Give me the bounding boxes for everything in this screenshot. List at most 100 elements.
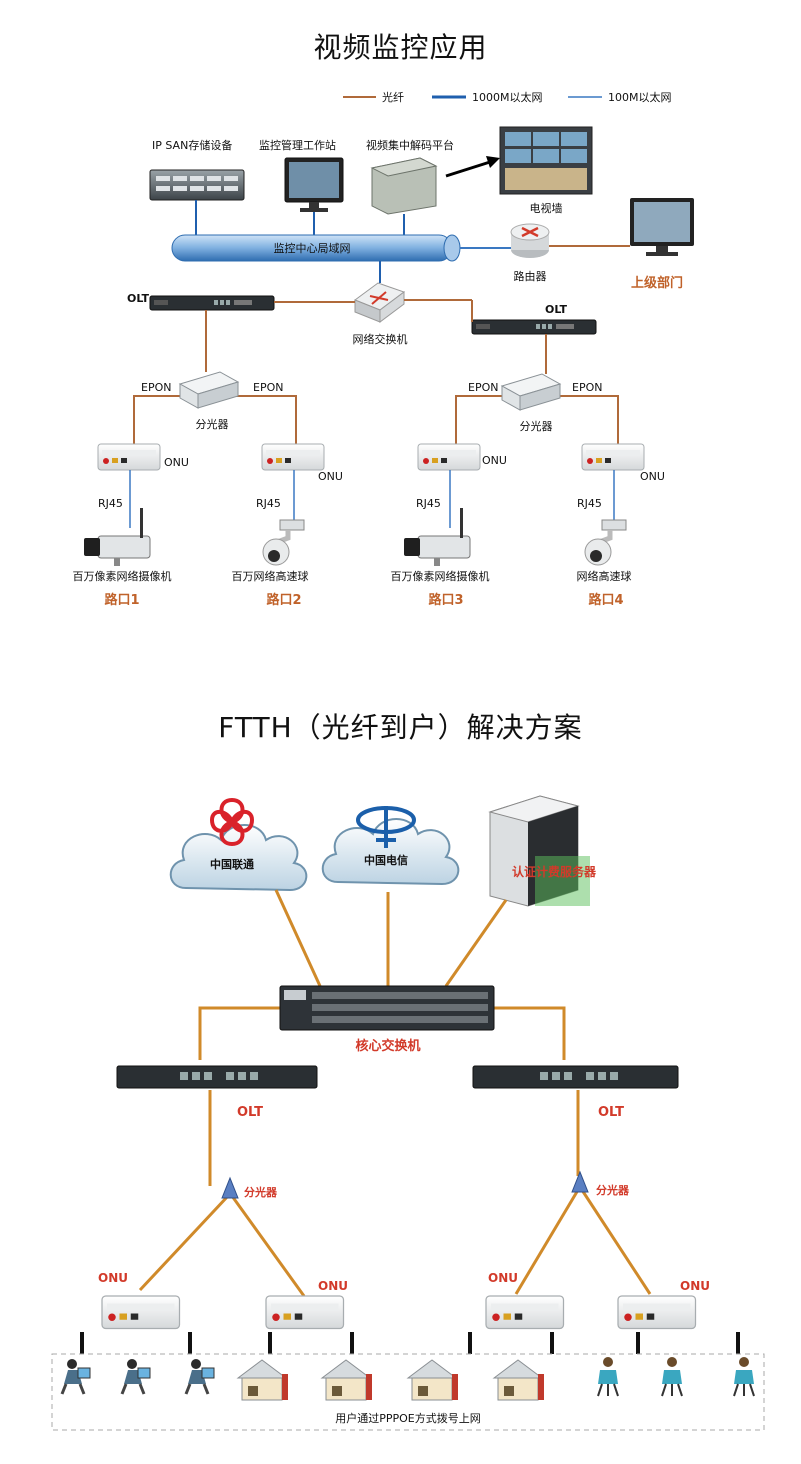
house-4-icon [493,1359,545,1401]
olt2-left-label: OLT [237,1105,263,1120]
core-switch-icon [279,985,495,1031]
onu-label-2: ONU [318,470,343,483]
olt2-right-icon [472,1065,679,1089]
box-camera-1-icon [83,507,151,567]
dome-camera-2-icon [263,520,304,565]
road-label-4: 路口4 [588,592,623,608]
auth-server-icon [488,795,590,907]
upper-dept-monitor-icon [630,198,694,256]
rj45-label-3: RJ45 [416,497,441,510]
unicom-label: 中国联通 [210,857,254,871]
onu2-1-icon [101,1295,181,1330]
olt-right-icon [471,319,597,335]
splitter2-left-label: 分光器 [244,1185,278,1199]
box-camera-3-icon [403,507,471,567]
onu-3-icon [417,443,481,471]
camera-label-3: 百万像素网络摄像机 [391,569,490,583]
olt-left-label: OLT [127,292,150,305]
telecom-logo-icon [356,806,416,848]
onu-2-icon [261,443,325,471]
epon-label-2: EPON [253,381,283,394]
house-2-icon [321,1359,373,1401]
onu2-label-2: ONU [318,1279,348,1293]
onu2-label-4: ONU [680,1279,710,1293]
lan-pipe [171,234,461,262]
onu2-4-icon [617,1295,697,1330]
camera-label-2: 百万网络高速球 [232,569,309,583]
legend-fiber-label: 光纤 [382,90,404,104]
user-drop-cables [80,1332,740,1354]
onu2-2-icon [265,1295,345,1330]
lan-drops [195,200,405,235]
user-seat-2-icon [661,1356,683,1397]
telecom-cloud-icon [321,818,460,885]
section2-title: FTTH（光纤到户）解决方案 [218,711,583,744]
user-pc-3-icon [184,1357,216,1396]
splitter-right-icon [501,373,561,411]
splitter-left-icon [179,371,239,409]
workstation-label: 监控管理工作站 [259,138,336,152]
telecom-label: 中国电信 [364,853,408,867]
san-label: IP SAN存储设备 [152,138,232,152]
users-caption: 用户通过PPPOE方式拨号上网 [335,1411,481,1425]
splitter-right-label: 分光器 [520,419,553,433]
camera-label-4: 网络高速球 [577,569,632,583]
splitter2-right-label: 分光器 [596,1183,630,1197]
road-label-2: 路口2 [266,592,301,608]
house-3-icon [407,1359,459,1401]
road-label-1: 路口1 [104,592,139,608]
legend-1000m-label: 1000M以太网 [472,91,543,104]
section2-fiber-lines [138,889,652,1297]
decoder-label: 视频集中解码平台 [366,138,454,152]
onu-label-4: ONU [640,470,665,483]
section1-fiber-lines [133,299,619,444]
onu2-label-1: ONU [98,1271,128,1285]
onu2-3-icon [485,1295,565,1330]
onu-4-icon [581,443,645,471]
user-pc-2-icon [120,1357,152,1396]
rj45-label-2: RJ45 [256,497,281,510]
legend: 光纤 1000M以太网 100M以太网 [343,90,672,104]
switch-label: 网络交换机 [353,332,408,346]
network-switch-icon [353,282,406,323]
rj45-label-4: RJ45 [577,497,602,510]
core-switch-label: 核心交换机 [355,1038,420,1054]
olt2-right-label: OLT [598,1105,624,1120]
house-1-icon [237,1359,289,1401]
section1-title: 视频监控应用 [313,31,488,64]
lan-label: 监控中心局域网 [274,241,351,255]
user-pc-1-icon [60,1357,92,1396]
upper-dept-label: 上级部门 [631,275,683,291]
epon-label-1: EPON [141,381,171,394]
user-seat-3-icon [733,1356,755,1397]
epon-label-4: EPON [572,381,602,394]
olt2-left-icon [116,1065,318,1089]
router-icon [510,223,550,258]
dome-camera-4-icon [585,520,626,565]
onu2-label-3: ONU [488,1271,518,1285]
decoder-to-tvwall-arrow [445,156,500,178]
user-seat-1-icon [597,1356,619,1397]
users-area [51,1353,765,1431]
splitter2-left-icon [221,1176,239,1199]
tvwall-label: 电视墙 [530,201,563,215]
epon-label-3: EPON [468,381,498,394]
olt-left-icon [149,295,275,311]
onu-1-icon [97,443,161,471]
rj45-label-1: RJ45 [98,497,123,510]
workstation-monitor-icon [284,157,344,212]
olt-right-label: OLT [545,303,568,316]
road-label-3: 路口3 [428,592,463,608]
legend-100m-label: 100M以太网 [608,91,672,104]
decoder-platform-icon [370,157,438,215]
splitter2-right-icon [571,1170,589,1193]
onu-label-1: ONU [164,456,189,469]
unicom-logo-icon [209,797,255,847]
splitter-left-label: 分光器 [196,417,229,431]
rj45-links [129,470,615,528]
camera-label-1: 百万像素网络摄像机 [73,569,172,583]
auth-server-label: 认证计费服务器 [512,864,597,879]
tv-wall-icon [499,126,593,195]
router-label: 路由器 [514,269,547,283]
